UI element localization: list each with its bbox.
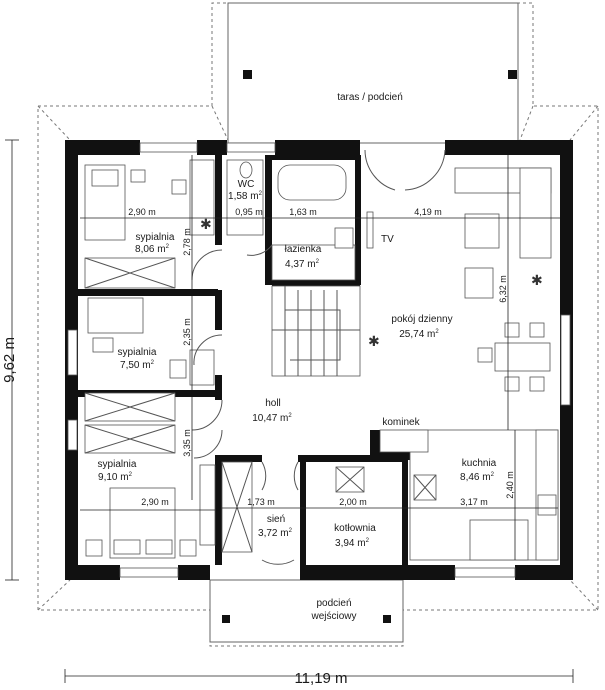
dim-2-78: 2,78 m — [182, 228, 192, 256]
roof-hips — [37, 105, 599, 611]
tv-unit — [366, 211, 374, 249]
hall-name: holl — [265, 398, 281, 409]
dim-0-95: 0,95 m — [235, 207, 263, 217]
exterior-walls — [65, 140, 573, 580]
dim-3-35: 3,35 m — [182, 429, 192, 457]
terrace-area — [227, 2, 519, 144]
bed — [87, 297, 144, 334]
nightstand — [169, 359, 187, 379]
fireplace-label: kominek — [382, 417, 420, 428]
chair — [504, 322, 520, 338]
terrace-label: taras / podcień — [337, 92, 403, 103]
wc-name: WC — [238, 179, 255, 190]
chair — [171, 179, 187, 195]
kitchen-name: kuchnia — [462, 458, 497, 469]
vestibule-name: sień — [267, 514, 285, 525]
wardrobe — [189, 159, 215, 236]
plant-icon: ✱ — [531, 274, 543, 289]
staircase — [271, 285, 361, 377]
washbasin — [334, 227, 354, 249]
dim-2-40: 2,40 m — [505, 471, 515, 499]
armchair — [464, 213, 500, 249]
stove — [537, 494, 557, 516]
fireplace — [379, 429, 429, 453]
bedroom2-area: 7,50 m2 — [120, 360, 155, 371]
overall-height-label: 9,62 m — [1, 337, 18, 383]
dining-table — [494, 342, 551, 372]
door-swings — [191, 149, 446, 565]
porch-post — [222, 615, 230, 623]
kitchen-area: 8,46 m2 — [460, 472, 495, 483]
dim-4-19: 4,19 m — [414, 207, 442, 217]
bathroom-floor — [271, 244, 356, 281]
living-name: pokój dzienny — [391, 314, 452, 325]
dim-3-17: 3,17 m — [460, 497, 488, 507]
nightstand — [130, 169, 146, 183]
dim-1-63: 1,63 m — [289, 207, 317, 217]
terrace-post — [508, 70, 517, 79]
dim-1-73: 1,73 m — [247, 497, 275, 507]
chair — [529, 376, 545, 392]
nightstand — [85, 539, 103, 557]
bedroom3-area: 9,10 m2 — [98, 472, 133, 483]
pillow — [91, 169, 119, 187]
terrace-post — [243, 70, 252, 79]
boiler-area: 3,94 m2 — [335, 538, 370, 549]
desk — [189, 349, 215, 386]
dim-2-90-bottom: 2,90 m — [141, 497, 169, 507]
nightstand — [179, 539, 197, 557]
pillow — [145, 539, 173, 555]
wc-area: 1,58 m2 — [228, 191, 263, 202]
armchair — [464, 267, 494, 299]
chair — [529, 322, 545, 338]
bedroom2-name: sypialnia — [118, 347, 157, 358]
plant-icon: ✱ — [200, 218, 212, 233]
living-area: 25,74 m2 — [399, 329, 439, 340]
wardrobe — [199, 464, 216, 546]
entrance-porch-area — [209, 579, 404, 643]
porch-post — [383, 615, 391, 623]
overall-width-label: 11,19 m — [294, 670, 347, 687]
pillow — [113, 539, 141, 555]
toilet — [239, 161, 253, 179]
chair — [504, 376, 520, 392]
bedroom1-name: sypialnia — [136, 232, 175, 243]
dim-2-00: 2,00 m — [339, 497, 367, 507]
sofa — [454, 167, 552, 259]
dim-2-35: 2,35 m — [182, 318, 192, 346]
boiler-name: kotłownia — [334, 523, 376, 534]
porch-label-2: wejściowy — [310, 611, 356, 622]
hall-area: 10,47 m2 — [252, 413, 292, 424]
porch-label-1: podcień — [316, 598, 351, 609]
bathroom-name: łazienka — [285, 244, 322, 255]
chair — [477, 347, 493, 363]
bedroom3-name: sypialnia — [98, 459, 137, 470]
dimension-lines — [5, 139, 574, 683]
bedroom1-area: 8,06 m2 — [135, 244, 170, 255]
counter — [469, 519, 529, 561]
dim-6-32: 6,32 m — [498, 275, 508, 303]
bathtub — [277, 164, 347, 201]
dim-2-90-top: 2,90 m — [128, 207, 156, 217]
windows — [67, 142, 571, 578]
plant-icon: ✱ — [368, 335, 380, 350]
pillow — [92, 337, 114, 353]
tv-label: TV — [381, 234, 394, 245]
vestibule-area: 3,72 m2 — [258, 528, 293, 539]
bathroom-area: 4,37 m2 — [285, 259, 320, 270]
